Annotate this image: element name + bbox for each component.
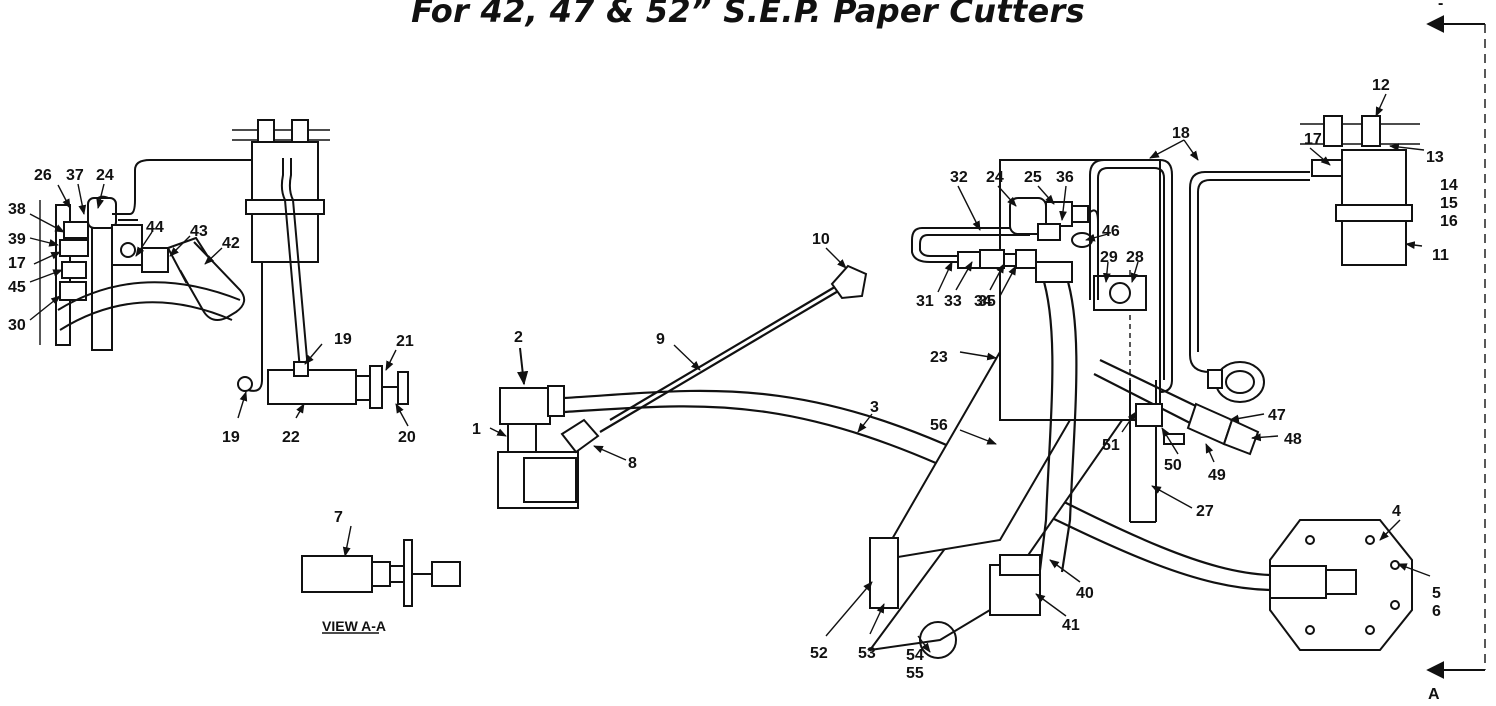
callout-49: 49 [1208,467,1226,484]
callout-51: 51 [1102,437,1120,454]
callout-54: 54 [906,647,924,664]
callout-15: 15 [1440,195,1458,212]
callout-34: 34 [974,293,992,310]
callout-7: 7 [334,509,343,526]
callout-19-bottom: 19 [222,429,240,446]
callout-41: 41 [1062,617,1080,634]
callout-17: 17 [8,255,26,272]
callout-8: 8 [628,455,637,472]
callout-43: 43 [190,223,208,240]
callout-32: 32 [950,169,968,186]
callout-11: 11 [1432,247,1449,264]
callout-4: 4 [1392,503,1401,520]
valve-hose-47 [1093,359,1260,456]
callout-37: 37 [66,167,84,184]
callout-1: 1 [472,421,481,438]
callout-30: 30 [8,317,26,334]
callout-46: 46 [1102,223,1120,240]
valve-assembly-detail [39,119,409,409]
callout-23: 23 [930,349,948,366]
callout-3: 3 [870,399,879,416]
svg-text:-: - [1438,0,1443,12]
callout-56: 56 [930,417,948,434]
callout-39: 39 [8,231,26,248]
callout-20: 20 [398,429,416,446]
callout-26: 26 [34,167,52,184]
callout-38: 38 [8,201,26,218]
callout-45: 45 [8,279,26,296]
view-label: VIEW A-A [322,618,386,634]
section-marker-label: A [1428,686,1440,703]
reservoir-tank [1300,115,1420,266]
callout-25: 25 [1024,169,1042,186]
callout-24-right: 24 [986,169,1004,186]
flange-plate [1269,519,1413,651]
callout-33: 33 [944,293,962,310]
callout-44: 44 [146,219,164,236]
page-title: For 42, 47 & 52” S.E.P. Paper Cutters [411,0,1085,30]
callout-21: 21 [396,333,414,350]
callout-2: 2 [514,329,523,346]
callout-16: 16 [1440,213,1458,230]
callout-19-top: 19 [334,331,352,348]
callout-36: 36 [1056,169,1074,186]
callout-14: 14 [1440,177,1458,194]
callout-53: 53 [858,645,876,662]
callout-12: 12 [1372,77,1390,94]
callout-17-right: 17 [1304,131,1322,148]
callout-10: 10 [812,231,830,248]
pump-coupling [497,385,600,509]
callout-48: 48 [1284,431,1302,448]
callout-35: 35 [978,293,996,310]
callout-42: 42 [222,235,240,252]
callout-55: 55 [906,665,924,682]
callout-24: 24 [96,167,114,184]
callout-47: 47 [1268,407,1286,424]
section-marker: - A [1426,0,1486,703]
callout-5: 5 [1432,585,1441,602]
callout-29: 29 [1100,249,1118,266]
callout-9: 9 [656,331,665,348]
callout-6: 6 [1432,603,1441,620]
callout-22: 22 [282,429,300,446]
callout-18: 18 [1172,125,1190,142]
callout-31: 31 [916,293,934,310]
leader-lines [29,93,1431,653]
view-aa-detail: VIEW A-A [301,539,461,634]
callout-50: 50 [1164,457,1182,474]
callout-28: 28 [1126,249,1144,266]
callout-27: 27 [1196,503,1214,520]
callout-13: 13 [1426,149,1444,166]
callout-labels: 26 37 24 38 39 17 45 30 44 43 42 19 21 1… [8,77,1458,682]
callout-52: 52 [810,645,828,662]
callout-40: 40 [1076,585,1094,602]
